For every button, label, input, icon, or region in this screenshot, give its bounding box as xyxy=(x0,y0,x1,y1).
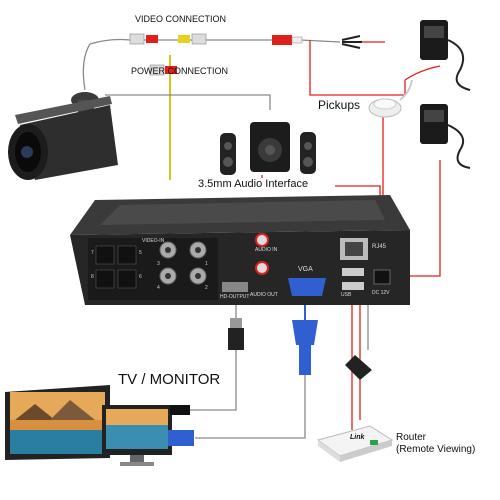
router-sub-label: (Remote Viewing) xyxy=(396,444,476,455)
usb-mouse-icon xyxy=(345,355,372,380)
audio-in-label: AUDIO IN xyxy=(255,247,278,253)
hdmi-plug-icon xyxy=(228,318,244,350)
rj45-label: RJ45 xyxy=(372,244,387,250)
vga-wire xyxy=(195,375,306,439)
dvr-icon xyxy=(70,195,410,305)
port-number: 6 xyxy=(139,274,142,280)
audio-out-label: AUDIO OUT xyxy=(250,292,278,298)
power-adapter-icon xyxy=(420,20,471,169)
port-number: 2 xyxy=(205,285,208,291)
port-number: 5 xyxy=(139,250,142,256)
tv-monitor-label: TV / MONITOR xyxy=(118,371,221,388)
rca-connectors xyxy=(129,33,362,76)
port-number: 1 xyxy=(205,261,208,267)
vga-plug-icon xyxy=(292,320,318,375)
usb-label: USB xyxy=(341,292,352,298)
vga-label: VGA xyxy=(298,266,313,273)
camera-icon xyxy=(8,92,118,180)
router-icon xyxy=(316,425,394,462)
video-in-label: VIDEO-IN xyxy=(142,238,165,244)
speaker-icon xyxy=(220,122,316,175)
microphone-icon xyxy=(368,79,413,118)
port-number: 3 xyxy=(157,261,160,267)
monitor-icon xyxy=(5,385,194,466)
port-number: 4 xyxy=(157,285,160,291)
pickups-label: Pickups xyxy=(318,98,361,112)
hdmi-wire xyxy=(190,295,237,411)
audio-interface-label: 3.5mm Audio Interface xyxy=(198,178,309,190)
video-connection-label: VIDEO CONNECTION xyxy=(135,14,227,24)
router-brand: Link xyxy=(350,434,365,441)
port-number: 8 xyxy=(91,274,94,280)
router-label: Router xyxy=(396,432,427,443)
dc-label: DC 12V xyxy=(372,290,390,296)
port-number: 7 xyxy=(91,250,94,256)
power-connection-label: POWER CONNECTION xyxy=(131,66,229,76)
hd-output-label: HD-OUTPUT xyxy=(220,294,250,300)
